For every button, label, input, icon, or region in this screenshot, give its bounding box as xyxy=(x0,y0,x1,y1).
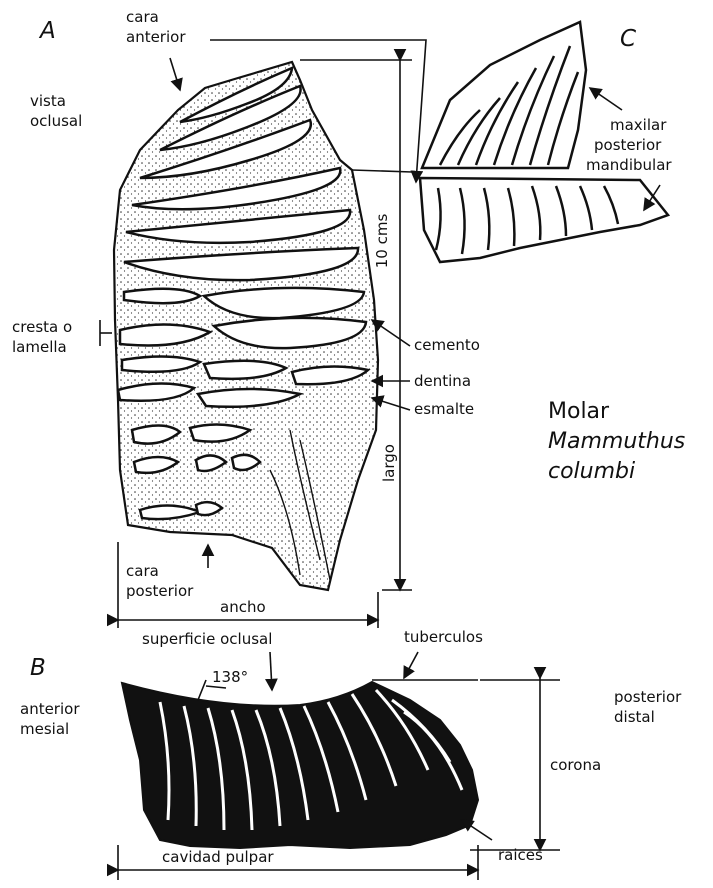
panel-label-c: C xyxy=(620,26,636,52)
label-corona: corona xyxy=(550,756,601,774)
label-vista-line2: oclusal xyxy=(30,112,82,130)
label-cara-posterior-line1: cara xyxy=(126,562,159,580)
panel-label-b: B xyxy=(30,655,46,681)
label-10-cms: 10 cms xyxy=(373,211,391,271)
label-anterior-b-line2: mesial xyxy=(20,720,69,738)
label-cresta-line1: cresta o xyxy=(12,318,72,336)
molar-occlusal-view xyxy=(114,62,378,590)
label-largo: largo xyxy=(380,438,398,488)
label-posterior-b-line2: distal xyxy=(614,708,655,726)
label-cemento: cemento xyxy=(414,336,480,354)
title-line2: Mammuthus xyxy=(548,428,685,456)
label-cara-posterior-line2: posterior xyxy=(126,582,193,600)
label-dentina: dentina xyxy=(414,372,471,390)
title-line1: Molar xyxy=(548,398,609,426)
label-maxilar: maxilar xyxy=(610,116,666,134)
label-raices: raices xyxy=(498,846,543,864)
label-cara-anterior-line2: anterior xyxy=(126,28,186,46)
maxilar-molar xyxy=(422,22,586,168)
molar-side-view xyxy=(118,652,560,880)
label-cresta-line2: lamella xyxy=(12,338,67,356)
label-anterior-b-line1: anterior xyxy=(20,700,80,718)
label-vista-line1: vista xyxy=(30,92,66,110)
mandibular-molar xyxy=(420,178,668,262)
label-mandibular: mandibular xyxy=(586,156,672,174)
label-posterior-c: posterior xyxy=(594,136,661,154)
label-ancho: ancho xyxy=(220,598,266,616)
label-angle: 138° xyxy=(212,668,248,686)
panel-label-a: A xyxy=(40,18,56,44)
label-esmalte: esmalte xyxy=(414,400,474,418)
label-superficie-oclusal: superficie oclusal xyxy=(142,630,272,648)
title-line3: columbi xyxy=(548,458,635,486)
label-tuberculos: tuberculos xyxy=(404,628,483,646)
label-posterior-b-line1: posterior xyxy=(614,688,681,706)
label-cavidad-pulpar: cavidad pulpar xyxy=(162,848,274,866)
label-cara-anterior-line1: cara xyxy=(126,8,159,26)
